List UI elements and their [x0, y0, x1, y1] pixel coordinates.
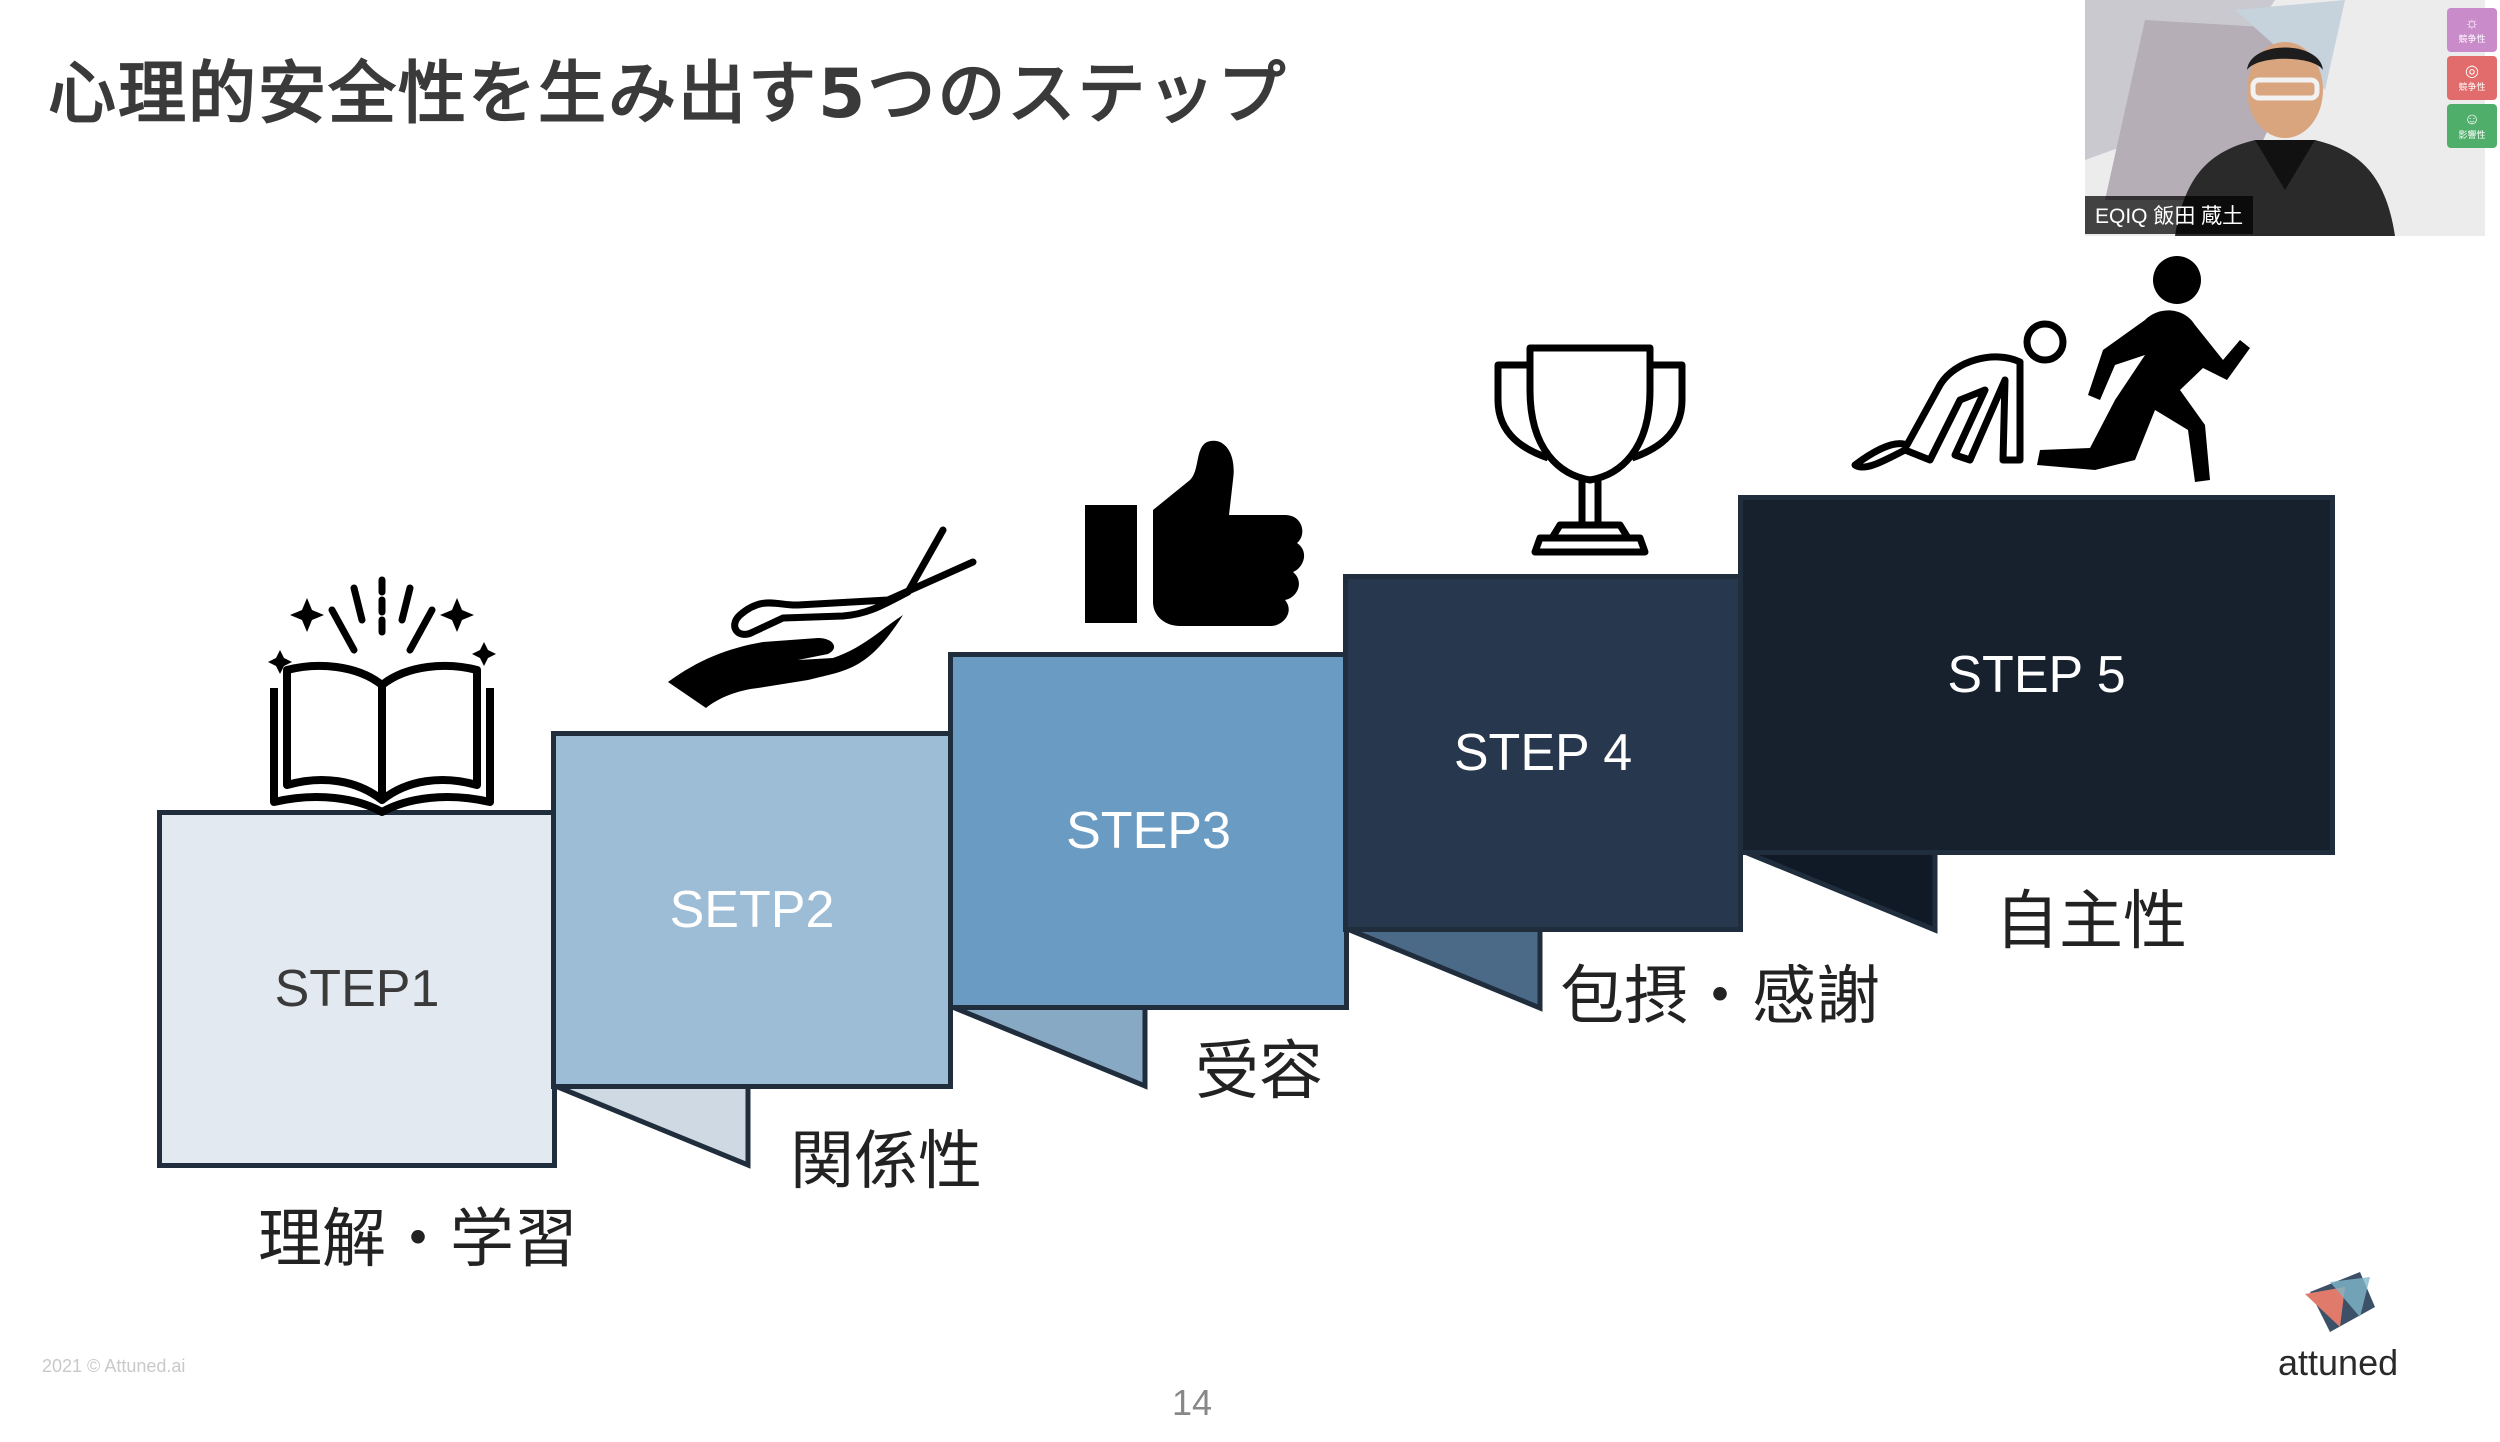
step5-caption: 自主性 — [1995, 885, 2187, 959]
step3-label: STEP3 — [1066, 802, 1231, 860]
helping-hands-icon — [668, 526, 977, 708]
trophy-icon — [1494, 344, 1686, 556]
attuned-logo-text: attuned — [2278, 1342, 2399, 1383]
step1-fold — [552, 1082, 751, 1169]
participant-name: EQIQ 飯田 蔵土 — [2085, 196, 2254, 234]
side-button-3[interactable]: ☺ 影響性 — [2447, 104, 2497, 148]
thumbs-up-icon — [1085, 440, 1305, 626]
step3-box: STEP3 — [948, 652, 1349, 1010]
lightbulb-icon: ☼ — [2464, 14, 2480, 32]
open-book-icon — [268, 576, 496, 816]
side-button-2[interactable]: ◎ 競争性 — [2447, 56, 2497, 100]
step3-caption: 受容 — [1195, 1035, 1323, 1109]
copyright-text: 2021 © Attuned.ai — [42, 1356, 186, 1376]
page-number: 14 — [1172, 1382, 1213, 1423]
step4-caption: 包摂・感謝 — [1560, 960, 1880, 1034]
step1-caption: 理解・学習 — [258, 1203, 578, 1277]
step1-label: STEP1 — [274, 960, 440, 1018]
step2-fold — [949, 1003, 1148, 1090]
step4-fold — [1739, 847, 1938, 934]
step5-label: STEP 5 — [1947, 646, 2126, 704]
step2-box: SETP2 — [551, 731, 953, 1089]
step4-box: STEP 4 — [1343, 574, 1743, 932]
slide-title: 心理的安全性を生み出す5つのステップ — [48, 55, 1288, 134]
side-button-2-label: 競争性 — [2458, 81, 2486, 92]
attuned-logo-icon — [2305, 1272, 2375, 1332]
step3-fold — [1344, 925, 1543, 1012]
group-icon: ☺ — [2463, 110, 2481, 128]
step1-box: STEP1 — [157, 810, 557, 1168]
step2-label: SETP2 — [669, 881, 835, 939]
side-button-3-label: 影響性 — [2458, 129, 2486, 140]
step4-label: STEP 4 — [1453, 724, 1633, 782]
side-button-1-label: 競争性 — [2458, 33, 2486, 44]
participant-video[interactable]: EQIQ 飯田 蔵土 — [2085, 0, 2485, 236]
step2-caption: 関係性 — [790, 1125, 982, 1199]
runner-icon — [1851, 256, 2250, 482]
step5-box: STEP 5 — [1738, 495, 2335, 855]
side-button-1[interactable]: ☼ 競争性 — [2447, 8, 2497, 52]
target-icon: ◎ — [2465, 62, 2479, 80]
